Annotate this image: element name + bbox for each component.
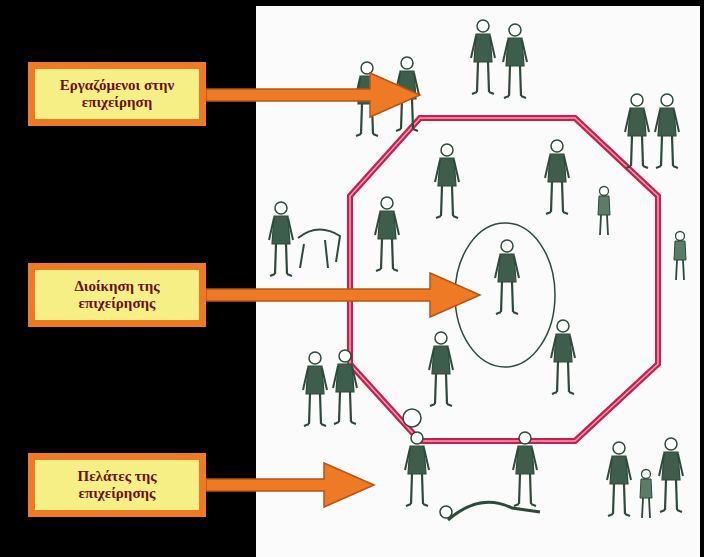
person-figure [269, 202, 293, 276]
person-figure [659, 438, 683, 512]
person-figure [503, 24, 527, 98]
box-label: Διοίκηση της επιχείρησης [51, 278, 183, 313]
pointer-arrow [206, 463, 374, 507]
employee-figure [435, 144, 459, 218]
box-label: Εργαζόμενοι στην επιχείρηση [51, 77, 183, 112]
person-figure [625, 94, 649, 168]
pointer-arrow [206, 73, 420, 117]
person-figure [405, 432, 429, 506]
child-figure [640, 470, 652, 519]
person-figure [655, 94, 679, 168]
person-figure [471, 20, 495, 94]
employee-figure [375, 197, 399, 271]
company-octagon-inner-line [350, 118, 658, 441]
person-figure [333, 350, 357, 424]
label-box: Εργαζόμενοι στην επιχείρηση [28, 62, 206, 126]
ball [403, 409, 421, 427]
pointer-arrow [206, 273, 480, 317]
employee-figure [429, 332, 453, 406]
person-figure [303, 352, 327, 426]
person-figure [513, 432, 537, 506]
people-inside [375, 140, 610, 406]
child-figure [674, 232, 686, 281]
dog-figure [298, 229, 340, 268]
employee-figure [598, 187, 610, 236]
employee-figure [545, 140, 569, 214]
employee-figure [551, 320, 575, 394]
manager-figure [495, 240, 519, 314]
label-box: Πελάτες της επιχείρησης [28, 453, 206, 517]
label-box: Διοίκηση της επιχείρησης [28, 263, 206, 327]
company-octagon [350, 118, 658, 441]
box-label: Πελάτες της επιχείρησης [51, 468, 183, 503]
reclining-head [440, 506, 452, 518]
reclining-figure [448, 502, 540, 520]
person-figure [607, 442, 631, 516]
